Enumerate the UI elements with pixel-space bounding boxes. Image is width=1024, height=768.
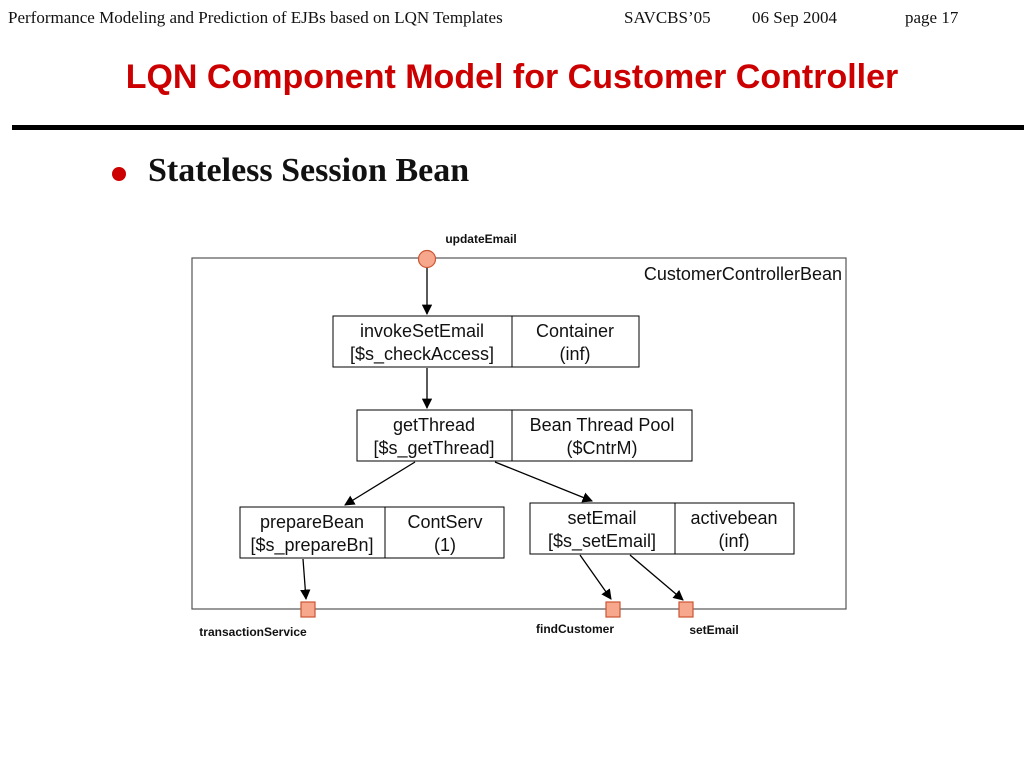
task-entry-box bbox=[332, 315, 513, 368]
slide-title: LQN Component Model for Customer Control… bbox=[125, 58, 899, 96]
call-arrow-preparebean-to-transaction bbox=[300, 558, 311, 601]
exit-port-label: setEmail bbox=[689, 623, 738, 637]
task-entry-box bbox=[529, 502, 676, 555]
task-processor-multiplicity: (1) bbox=[434, 535, 456, 555]
task-entry-name: prepareBean bbox=[260, 512, 364, 532]
call-arrow-setemail-to-findcustomer bbox=[579, 554, 612, 600]
task-entry-name: setEmail bbox=[567, 508, 636, 528]
title-divider bbox=[12, 125, 1024, 130]
task-entry-name: invokeSetEmail bbox=[360, 321, 484, 341]
exit-port-label: transactionService bbox=[199, 625, 307, 639]
header-venue: SAVCBS’05 bbox=[624, 8, 711, 27]
task-entry-box bbox=[356, 409, 513, 462]
task-entry-box bbox=[239, 506, 386, 559]
task-processor-box bbox=[384, 506, 505, 559]
task-processor-box bbox=[511, 315, 640, 368]
header-date: 06 Sep 2004 bbox=[752, 8, 837, 27]
call-arrow-getthread-to-preparebean bbox=[344, 461, 416, 506]
call-arrow-setemail-to-setemail-port bbox=[629, 554, 684, 601]
task-processor-multiplicity: (inf) bbox=[719, 531, 750, 551]
task-invoke-set-email: invokeSetEmail [$s_checkAccess] Containe… bbox=[332, 315, 640, 368]
task-processor-name: ContServ bbox=[407, 512, 482, 532]
bullet-text: Stateless Session Bean bbox=[148, 152, 470, 189]
task-entry-name: getThread bbox=[393, 415, 475, 435]
exit-port-icon bbox=[678, 601, 694, 618]
task-entry-demand: [$s_getThread] bbox=[373, 438, 494, 459]
header-paper-title: Performance Modeling and Prediction of E… bbox=[8, 8, 503, 27]
bullet-dot-icon bbox=[112, 167, 126, 181]
component-container-box bbox=[191, 257, 847, 610]
exit-port-icon bbox=[605, 601, 621, 618]
task-entry-demand: [$s_setEmail] bbox=[548, 531, 656, 552]
task-processor-multiplicity: ($CntrM) bbox=[567, 438, 638, 458]
entry-port-icon bbox=[417, 249, 437, 269]
exit-port-icon bbox=[300, 601, 316, 618]
task-processor-name: Container bbox=[536, 321, 614, 341]
task-entry-demand: [$s_checkAccess] bbox=[350, 344, 494, 365]
entry-port-label: updateEmail bbox=[445, 232, 516, 246]
header-page-number: page 17 bbox=[905, 8, 959, 27]
component-container-label: CustomerControllerBean bbox=[644, 264, 842, 284]
task-set-email: setEmail [$s_setEmail] activebean (inf) bbox=[529, 502, 795, 555]
task-get-thread: getThread [$s_getThread] Bean Thread Poo… bbox=[356, 409, 693, 462]
task-prepare-bean: prepareBean [$s_prepareBn] ContServ (1) bbox=[239, 506, 505, 559]
task-processor-multiplicity: (inf) bbox=[560, 344, 591, 364]
task-processor-box bbox=[674, 502, 795, 555]
exit-port-label: findCustomer bbox=[536, 622, 614, 636]
task-entry-demand: [$s_prepareBn] bbox=[250, 535, 373, 556]
task-processor-box bbox=[511, 409, 693, 462]
task-processor-name: Bean Thread Pool bbox=[530, 415, 675, 435]
task-processor-name: activebean bbox=[690, 508, 777, 528]
call-arrow-getthread-to-setemail bbox=[494, 461, 593, 503]
